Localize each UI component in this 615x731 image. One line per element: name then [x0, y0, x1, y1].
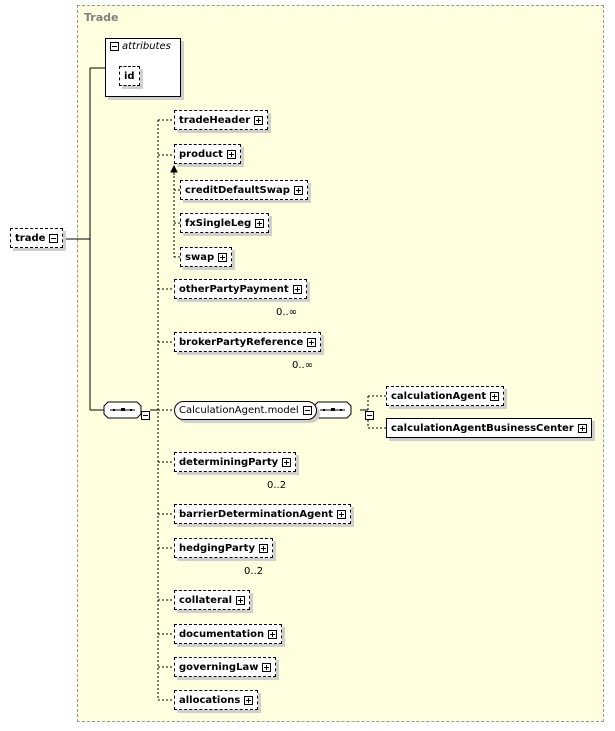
expand-toggle[interactable] [236, 595, 246, 605]
root-element-trade[interactable]: trade [10, 228, 64, 248]
expand-toggle[interactable] [292, 284, 302, 294]
expand-toggle[interactable] [255, 218, 265, 228]
element-hedgingParty[interactable]: hedgingParty [174, 538, 273, 558]
element-label: swap [185, 251, 215, 263]
element-label: allocations [179, 694, 241, 706]
expand-toggle[interactable] [254, 115, 264, 125]
element-label: tradeHeader [179, 114, 251, 126]
cardinality-label: 0..∞ [276, 307, 298, 318]
element-brokerPartyReference[interactable]: brokerPartyReference [174, 332, 322, 352]
cardinality-label: 0..2 [267, 480, 287, 491]
collapse-toggle[interactable] [110, 42, 119, 51]
element-label: trade [15, 232, 46, 244]
expand-toggle[interactable] [490, 391, 500, 401]
attribute-id[interactable]: id [119, 66, 140, 86]
element-calculationAgent[interactable]: calculationAgent [386, 386, 505, 406]
expand-toggle[interactable] [262, 662, 272, 672]
expand-toggle[interactable] [282, 457, 292, 467]
element-label: determiningParty [179, 456, 279, 468]
element-label: barrierDeterminationAgent [179, 508, 333, 520]
sequence-collapse-toggle[interactable] [365, 411, 375, 420]
element-label: hedgingParty [179, 542, 255, 554]
sequence-collapse-toggle[interactable] [141, 411, 150, 420]
collapse-toggle[interactable] [49, 233, 59, 243]
element-label: calculationAgent [391, 390, 487, 402]
attributes-label: attributes [122, 41, 171, 52]
element-documentation[interactable]: documentation [174, 624, 283, 644]
element-barrierDeterminationAgent[interactable]: barrierDeterminationAgent [174, 504, 351, 524]
element-label: otherPartyPayment [179, 283, 289, 295]
element-label: brokerPartyReference [179, 336, 304, 348]
element-label: calculationAgentBusinessCenter [391, 422, 574, 434]
element-calculationAgentBusinessCenter[interactable]: calculationAgentBusinessCenter [386, 418, 592, 438]
element-label: fxSingleLeg [185, 217, 252, 229]
expand-toggle[interactable] [258, 543, 268, 553]
group-label: CalculationAgent.model [179, 405, 299, 416]
cardinality-label: 0..2 [244, 566, 264, 577]
element-creditDefaultSwap[interactable]: creditDefaultSwap [180, 180, 308, 200]
expand-toggle[interactable] [218, 252, 228, 262]
element-tradeHeader[interactable]: tradeHeader [174, 110, 269, 130]
element-allocations[interactable]: allocations [174, 690, 259, 710]
element-label: governingLaw [179, 661, 259, 673]
element-determiningParty[interactable]: determiningParty [174, 452, 297, 472]
schema-diagram: Trade [0, 0, 604, 722]
element-label: documentation [179, 628, 265, 640]
element-product[interactable]: product [174, 144, 241, 164]
expand-toggle[interactable] [293, 185, 303, 195]
element-label: product [179, 148, 223, 160]
expand-toggle[interactable] [307, 337, 317, 347]
element-label: collateral [179, 594, 233, 606]
element-otherPartyPayment[interactable]: otherPartyPayment [174, 279, 307, 299]
cardinality-label: 0..∞ [292, 360, 314, 371]
element-label: creditDefaultSwap [185, 184, 290, 196]
expand-toggle[interactable] [336, 509, 346, 519]
collapse-toggle[interactable] [302, 406, 312, 415]
expand-toggle[interactable] [226, 149, 236, 159]
group-calculationAgent-model[interactable]: CalculationAgent.model [174, 401, 317, 420]
frame-title: Trade [84, 11, 119, 24]
expand-toggle[interactable] [268, 629, 278, 639]
element-swap[interactable]: swap [180, 247, 233, 267]
expand-toggle[interactable] [577, 423, 587, 433]
element-governingLaw[interactable]: governingLaw [174, 657, 277, 677]
attribute-label: id [124, 70, 135, 82]
element-fxSingleLeg[interactable]: fxSingleLeg [180, 213, 270, 233]
element-collateral[interactable]: collateral [174, 590, 251, 610]
attributes-header: attributes [110, 41, 171, 52]
trade-frame [77, 5, 604, 722]
expand-toggle[interactable] [244, 695, 254, 705]
